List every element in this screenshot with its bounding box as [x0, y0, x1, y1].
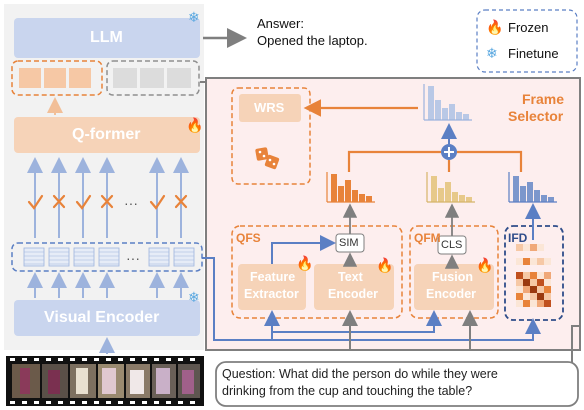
ifd-tag: IFD — [508, 231, 528, 245]
fire-icon: 🔥 — [296, 255, 314, 271]
qfm-group — [409, 225, 499, 319]
cross-icon — [174, 194, 188, 209]
orange-token-group — [11, 60, 103, 96]
cross-icon — [52, 194, 66, 209]
snowflake-icon: ❄ — [486, 45, 498, 61]
cls-label: CLS — [441, 239, 463, 251]
ellipsis-bottom: ··· — [126, 250, 140, 266]
fire-icon: 🔥 — [376, 257, 394, 273]
fusion-encoder-line2: Encoder — [426, 287, 477, 301]
check-icon — [27, 194, 44, 210]
question-line1: Question: What did the person do while t… — [222, 367, 498, 381]
qfm-histogram — [431, 176, 472, 202]
answer-line2: Opened the laptop. — [257, 33, 368, 48]
video-frames — [12, 364, 200, 398]
text-encoder-line2: Encoder — [328, 287, 379, 301]
check-icon — [149, 194, 166, 210]
frame-selector-line2: Selector — [508, 108, 564, 124]
text-encoder-box — [314, 264, 394, 310]
snowflake-icon: ❄ — [188, 289, 200, 305]
fusion-encoder-box — [414, 264, 494, 310]
wrs-group — [231, 87, 311, 185]
cross-icon — [100, 194, 114, 209]
question-text: Question: What did the person do while t… — [222, 366, 562, 400]
wrs-label: WRS — [254, 100, 285, 115]
snowflake-icon: ❄ — [188, 9, 200, 25]
qfs-histogram — [331, 174, 372, 202]
ifd-matrix — [516, 244, 551, 307]
gray-token-group — [106, 60, 200, 96]
visual-encoder-box — [14, 300, 200, 336]
fire-icon: 🔥 — [476, 257, 494, 273]
qfm-tag: QFM — [414, 231, 441, 245]
qfs-tag: QFS — [236, 231, 261, 245]
llm-label: LLM — [90, 29, 123, 46]
frame-selector-line1: Frame — [522, 91, 565, 107]
question-line2: drinking from the cup and touching the t… — [222, 384, 473, 398]
check-icon — [75, 194, 92, 210]
qformer-box — [14, 117, 200, 153]
feature-extractor-line1: Feature — [250, 270, 296, 284]
qformer-label: Q-former — [72, 126, 141, 143]
qfs-group — [231, 225, 403, 319]
visual-encoder-label: Visual Encoder — [44, 309, 160, 326]
fusion-encoder-line1: Fusion — [432, 270, 473, 284]
llm-box — [14, 18, 200, 58]
ifd-histogram — [513, 176, 554, 202]
answer-line1: Answer: — [257, 16, 304, 31]
feature-extractor-box — [238, 264, 306, 310]
dice-icon — [255, 147, 280, 170]
top-histogram — [428, 86, 469, 120]
fire-icon: 🔥 — [486, 19, 504, 35]
wrs-box — [239, 94, 301, 122]
ellipsis-top: ··· — [124, 195, 138, 211]
text-encoder-line1: Text — [338, 270, 363, 284]
legend-frozen-label: Frozen — [508, 20, 549, 35]
legend-box — [476, 9, 578, 73]
sim-label: SIM — [339, 237, 359, 249]
fire-icon: 🔥 — [186, 117, 204, 133]
feature-extractor-line2: Extractor — [244, 287, 299, 301]
question-box — [215, 361, 579, 407]
legend-finetune-label: Finetune — [508, 46, 559, 61]
